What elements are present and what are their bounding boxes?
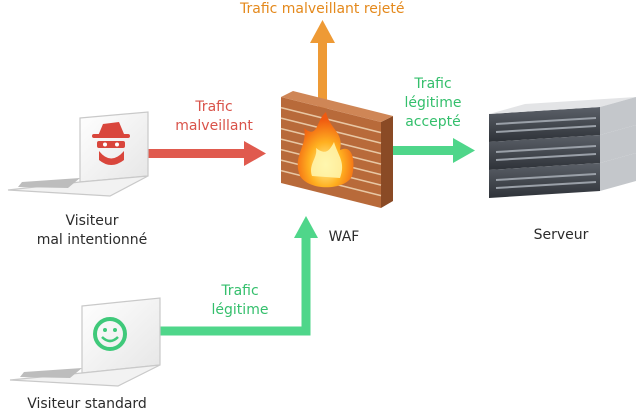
accepted-traffic-arrow bbox=[388, 138, 475, 163]
hacker-laptop-icon bbox=[7, 111, 149, 197]
malicious-visitor-label: Visiteur mal intentionné bbox=[20, 212, 164, 250]
malicious-traffic-label: Trafic malveillant bbox=[172, 98, 256, 136]
legit-traffic-line-1: Trafic bbox=[221, 283, 259, 299]
accepted-traffic-label: Trafic légitime accepté bbox=[398, 75, 468, 132]
rejected-traffic-label: Trafic malveillant rejeté bbox=[240, 1, 405, 17]
legit-traffic-arrow bbox=[150, 216, 318, 336]
accepted-traffic-line-3: accepté bbox=[405, 114, 461, 130]
malicious-visitor-line-1: Visiteur bbox=[65, 213, 119, 229]
standard-visitor-label: Visiteur standard bbox=[27, 396, 147, 412]
server-label: Serveur bbox=[533, 227, 589, 243]
malicious-visitor-line-2: mal intentionné bbox=[36, 232, 148, 248]
rejected-traffic-arrow bbox=[310, 20, 335, 137]
malicious-traffic-line-2: malveillant bbox=[175, 118, 253, 134]
legit-traffic-line-2: légitime bbox=[211, 302, 269, 318]
accepted-traffic-line-2: légitime bbox=[404, 95, 462, 111]
smiley-laptop-icon bbox=[9, 297, 161, 387]
firewall-icon bbox=[280, 91, 393, 208]
malicious-traffic-line-1: Trafic bbox=[195, 99, 233, 115]
server-rack-icon bbox=[489, 97, 636, 198]
legit-traffic-label: Trafic légitime bbox=[198, 282, 282, 320]
waf-label: WAF bbox=[328, 229, 360, 245]
malicious-traffic-arrow bbox=[145, 141, 266, 166]
accepted-traffic-line-1: Trafic bbox=[414, 76, 452, 92]
